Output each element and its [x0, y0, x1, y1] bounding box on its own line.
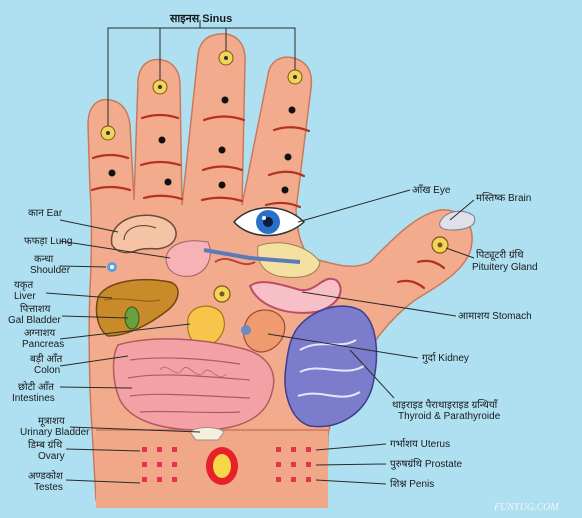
finger-creases — [90, 113, 446, 290]
liver-icon — [95, 279, 179, 337]
testes-label-en: Testes — [34, 482, 63, 493]
sinus-points — [100, 20, 303, 141]
right-labels: आँख Eye मस्तिष्क Brain पिट्यूटरी ग्रंथि … — [390, 184, 538, 490]
ovary-label-en: Ovary — [38, 451, 65, 462]
sun-points — [213, 236, 449, 303]
gall-bladder-label-hi: पित्ताशय — [20, 303, 51, 315]
shoulder-label-hi: कन्धा — [34, 254, 54, 265]
thyroid-label-en: Thyroid & Parathyroide — [398, 411, 501, 422]
liver-label-hi: यकृत — [14, 280, 33, 291]
sinus-point-icon — [218, 50, 234, 66]
uterus-point-icon — [206, 447, 238, 485]
brain-label: मस्तिष्क Brain — [476, 192, 531, 204]
sinus-point-icon — [100, 125, 116, 141]
eye-icon — [232, 207, 306, 237]
pituitary-point-icon — [431, 236, 449, 254]
intestines-label-en: Intestines — [12, 393, 55, 404]
pancreas-icon — [187, 305, 225, 347]
stomach-icon — [248, 277, 342, 314]
pancreas-label-hi: अग्नाशय — [24, 328, 55, 339]
pituitary-label-en: Pituitery Gland — [472, 262, 538, 273]
penis-label: शिश्न Penis — [390, 478, 434, 490]
uterus-label: गर्भाशय Uterus — [390, 438, 450, 450]
liver-label-en: Liver — [14, 291, 36, 302]
leader-lines — [45, 189, 475, 485]
shoulder-label-en: Shoulder — [30, 265, 71, 276]
kidney-icon — [241, 309, 286, 353]
bladder-icon — [189, 427, 225, 441]
stomach-label: आमाशय Stomach — [458, 311, 532, 322]
pituitary-label-hi: पिट्यूटरी ग्रंथि — [476, 249, 524, 261]
bladder-label-en: Urinary Bladder — [20, 427, 90, 438]
ovary-label-hi: डिम्ब ग्रंथि — [28, 439, 63, 451]
eye-label: आँख Eye — [412, 184, 451, 196]
bladder-label-hi: मूत्राशय — [38, 416, 65, 427]
pancreas-label-en: Pancreas — [22, 339, 64, 350]
colon-label-hi: बड़ी आँत — [30, 353, 63, 365]
sinus-point-icon — [287, 69, 303, 85]
sinus-label: साइनस Sinus — [169, 13, 232, 25]
lung-icon — [165, 240, 321, 278]
prostate-label: पुरुषग्रंथि Prostate — [390, 458, 463, 470]
palm-sun-point-icon — [213, 285, 231, 303]
intestines-icon — [112, 338, 275, 431]
thyroid-label-hi: थाइराइड पैराथाइराइड ग्रन्थियाँ — [392, 399, 498, 411]
shoulder-icon — [107, 262, 117, 272]
organs — [95, 214, 378, 441]
ear-label: कान Ear — [28, 208, 63, 219]
lung-label: फफड़ा Lung — [24, 236, 72, 247]
kidney-label: गुर्दा Kidney — [422, 352, 469, 364]
watermark: FUNYUG.COM — [493, 502, 559, 513]
left-labels: कान Ear फफड़ा Lung कन्धा Shoulder यकृत L… — [8, 208, 90, 493]
colon-label-en: Colon — [34, 365, 60, 376]
brain-icon — [439, 210, 476, 231]
sinus-point-icon — [152, 79, 168, 95]
testes-label-hi: अण्डकोश — [28, 470, 63, 482]
wrist-reflex-points — [142, 447, 311, 482]
finger-dots — [108, 96, 296, 194]
intestines-label-hi: छोटी आँत — [18, 381, 54, 393]
gall-bladder-label-en: Gal Bladder — [8, 315, 61, 326]
